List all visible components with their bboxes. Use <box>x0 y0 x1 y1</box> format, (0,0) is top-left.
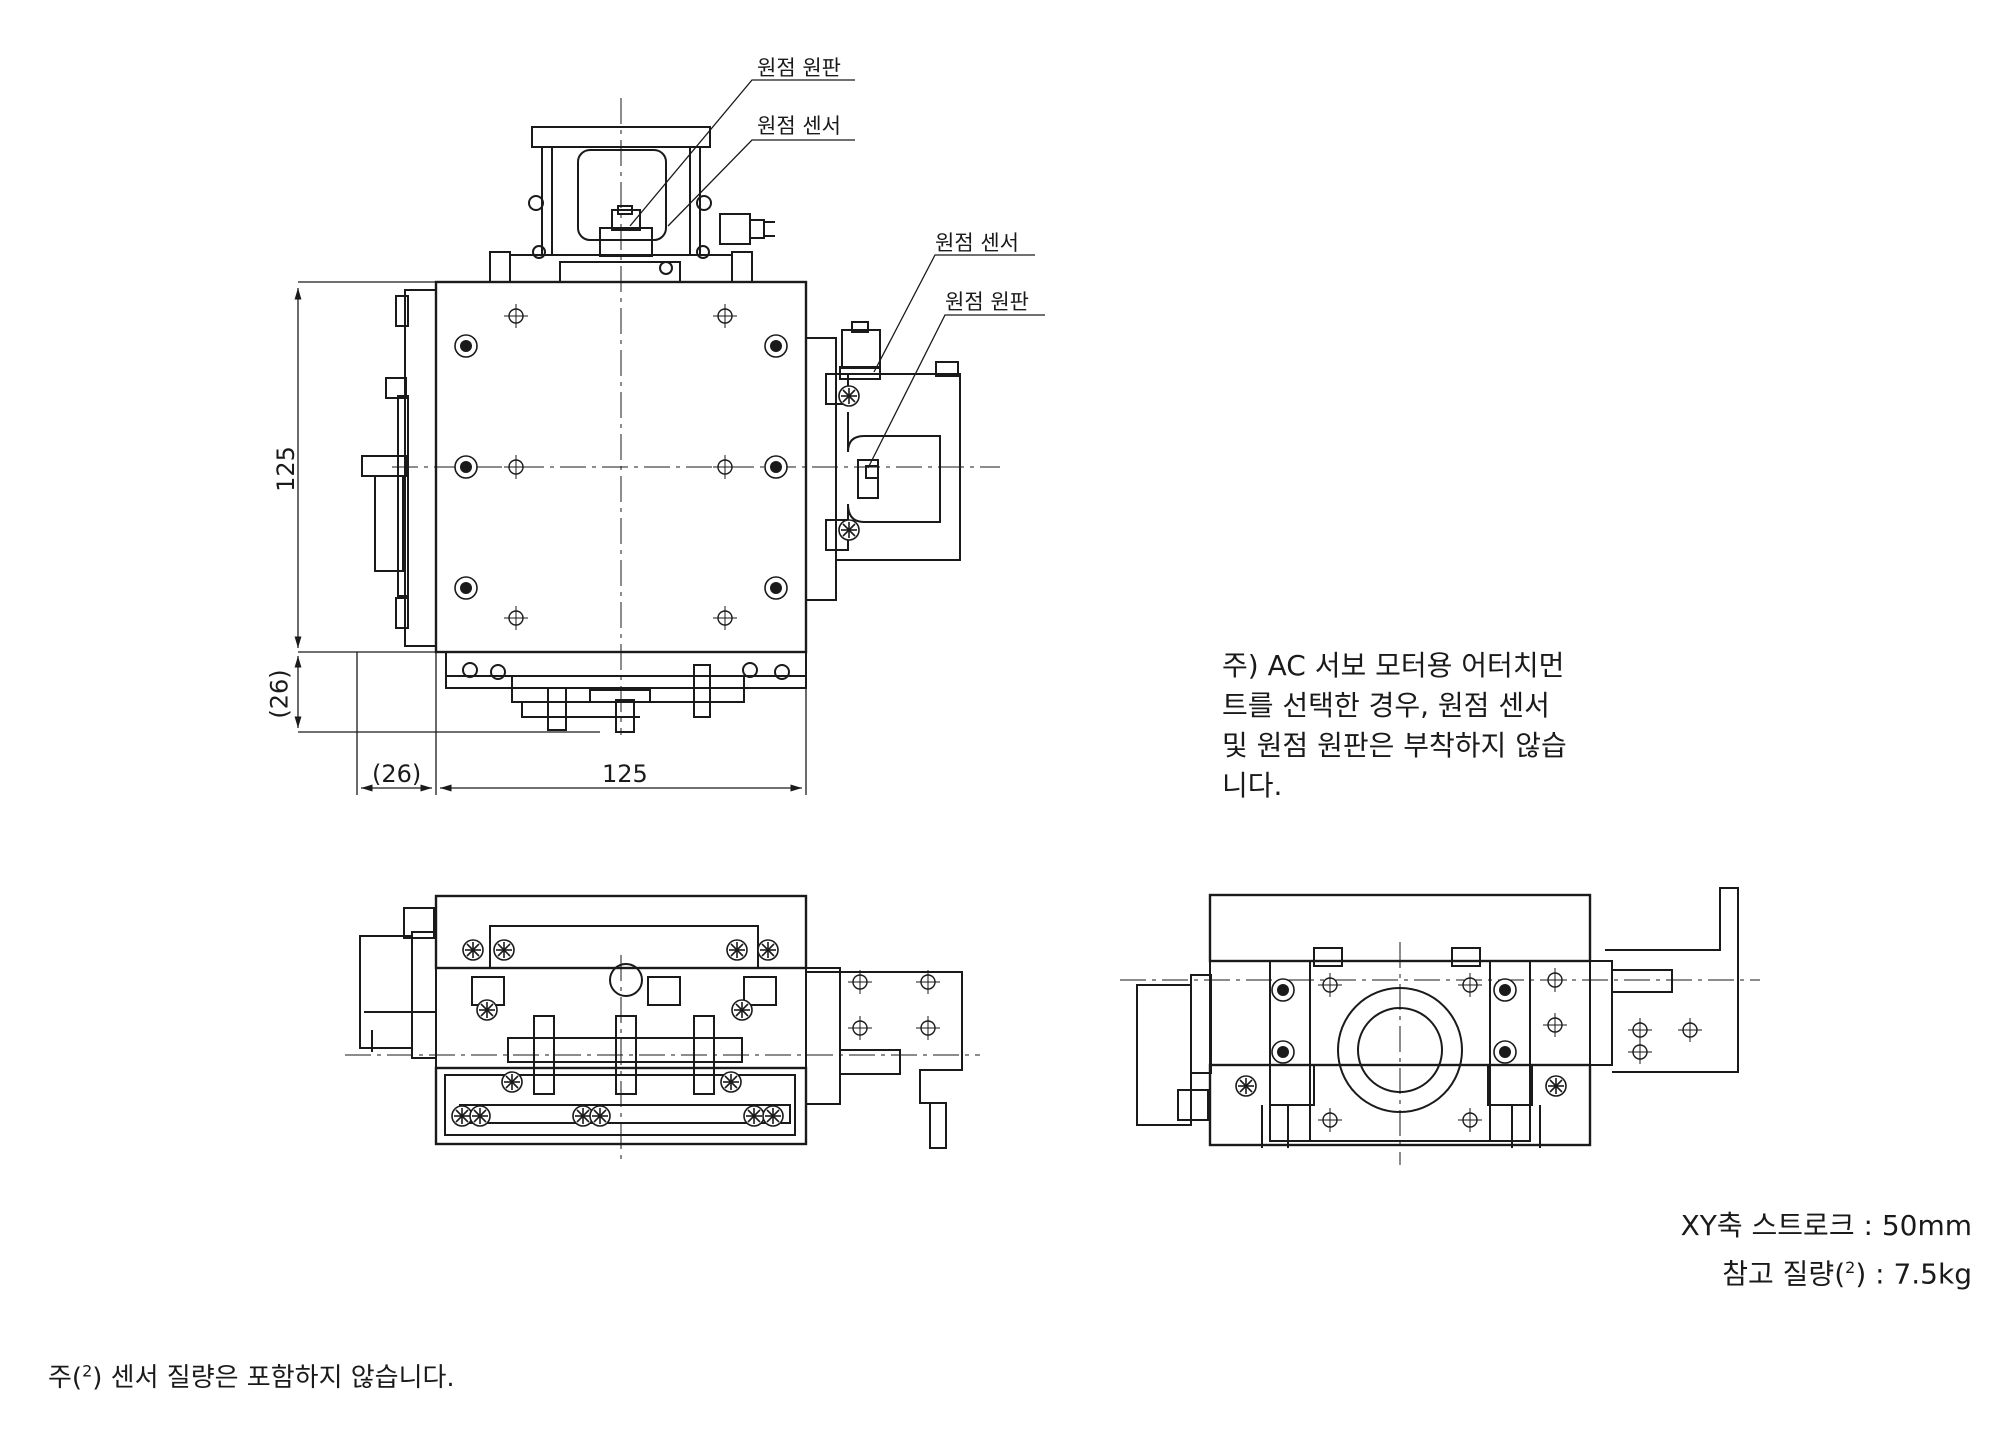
installation-note: 주) AC 서보 모터용 어터치먼 트를 선택한 경우, 원점 센서 및 원점 … <box>1222 646 1567 806</box>
spec-block: XY축 스트로크 : 50mm 참고 질량(2) : 7.5kg <box>1681 1205 1972 1295</box>
leader-lines <box>629 79 1045 469</box>
callout-top-origin-sensor: 원점 센서 <box>757 114 841 138</box>
spec-stroke: XY축 스트로크 : 50mm <box>1680 1209 1972 1242</box>
spec-weight: 참고 질량(2) : 7.5kg <box>1722 1257 1972 1291</box>
dimension-vertical-main: 125 <box>271 446 300 492</box>
dimension-horizontal-small: (26) <box>372 760 422 788</box>
top-view <box>361 126 961 733</box>
note-line-4: 니다. <box>1222 769 1283 802</box>
callout-right-origin-sensor: 원점 센서 <box>935 231 1019 255</box>
callout-top-origin-disc: 원점 원판 <box>757 56 841 80</box>
centerlines <box>345 98 1760 1165</box>
dimension-vertical-small: (26) <box>265 669 294 719</box>
front-view <box>359 894 963 1149</box>
footnote: 주(2) 센서 질량은 포함하지 않습니다. <box>48 1361 455 1393</box>
note-line-1: 주) AC 서보 모터용 어터치먼 <box>1222 649 1565 682</box>
callout-right-origin-disc: 원점 원판 <box>945 290 1029 314</box>
note-line-3: 및 원점 원판은 부착하지 않습 <box>1222 729 1567 762</box>
dimension-horizontal-main: 125 <box>602 760 648 788</box>
note-line-2: 트를 선택한 경우, 원점 센서 <box>1222 689 1550 722</box>
dimension-lines <box>294 281 807 795</box>
side-view <box>1136 887 1739 1148</box>
